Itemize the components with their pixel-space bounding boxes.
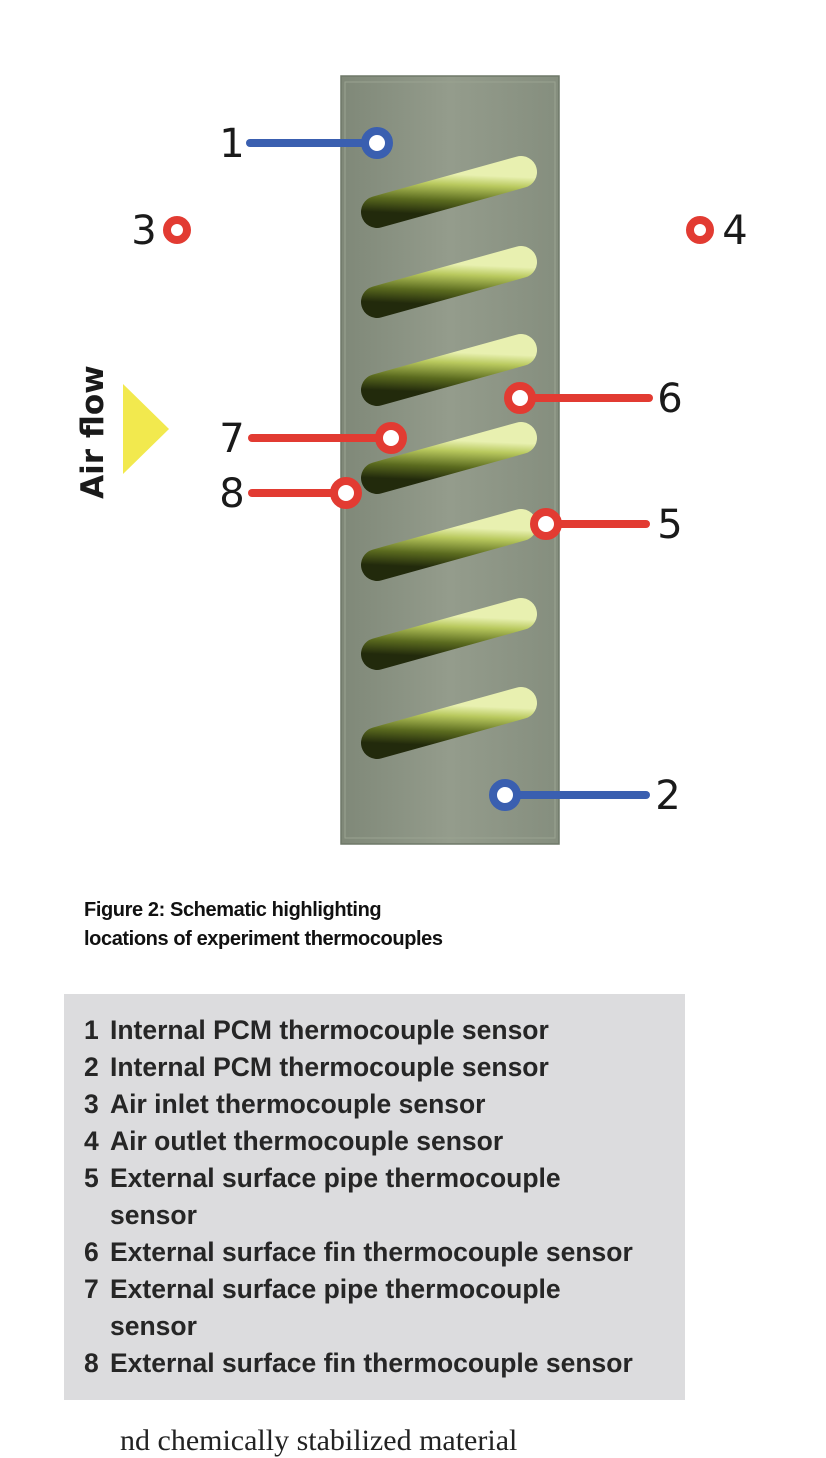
legend-number: 5 [84,1163,99,1193]
sensor-6: 6 [504,376,683,422]
legend-number: 3 [84,1089,99,1119]
fin [361,422,537,494]
fin [361,156,537,228]
legend-number: 1 [84,1015,99,1045]
legend-item: 7 External surface pipe thermocouple sens… [84,1271,685,1345]
fin [361,334,537,406]
sensor-label: 6 [657,376,682,422]
legend-number: 6 [84,1237,99,1267]
legend-text: Air inlet thermocouple sensor [110,1089,486,1119]
legend-text: External surface pipe thermocouple senso… [110,1163,561,1230]
body-text-fragment: nd chemically stabilized material [120,1424,518,1457]
fin [361,598,537,670]
sensor-7: 7 [219,416,407,462]
legend-item: 4 Air outlet thermocouple sensor [84,1123,685,1160]
legend-item: 5 External surface pipe thermocouple sens… [84,1160,685,1234]
legend-number: 4 [84,1126,99,1156]
legend-item: 6 External surface fin thermocouple senso… [84,1234,685,1271]
sensor-3: 3 [131,208,191,254]
caption-line: locations of experiment thermocouples [84,928,443,950]
sensor-label: 8 [219,471,244,517]
legend-number: 8 [84,1348,99,1378]
panel-inner-border [344,81,556,839]
legend-item: 3 Air inlet thermocouple sensor [84,1086,685,1123]
sensor-label: 2 [655,773,680,819]
sensor-8: 8 [219,471,362,517]
figure-caption: Figure 2: Schematic highlighting locatio… [84,896,443,954]
legend-item: 8 External surface fin thermocouple senso… [84,1345,685,1382]
legend-text: External surface pipe thermocouple senso… [110,1274,561,1341]
sensor-label: 1 [219,121,244,167]
legend-text: External surface fin thermocouple sensor [110,1348,633,1378]
sensor-label: 4 [722,208,747,254]
legend-number: 7 [84,1274,99,1304]
airflow-label: Air flow [75,365,111,499]
caption-line: Figure 2: Schematic highlighting [84,899,382,921]
legend-item: 2 Internal PCM thermocouple sensor [84,1049,685,1086]
airflow-arrow [123,384,169,474]
sensor-label: 7 [219,416,244,462]
sensor-4: 4 [686,208,748,254]
sensor-1: 1 [219,121,393,167]
legend-item: 1 Internal PCM thermocouple sensor [84,1012,685,1049]
sensor-label: 3 [131,208,156,254]
sensor-2: 2 [489,773,681,819]
legend-text: Internal PCM thermocouple sensor [110,1015,549,1045]
legend-text: Air outlet thermocouple sensor [110,1126,504,1156]
thermocouple-schematic: Air flow 1 2 3 4 6 7 8 5 [75,75,748,845]
fins [361,156,537,759]
fin [361,687,537,759]
legend-number: 2 [84,1052,99,1082]
sensor-5: 5 [530,502,683,548]
legend-text: External surface fin thermocouple sensor [110,1237,633,1267]
fin [361,509,537,581]
sensor-label: 5 [657,502,682,548]
fin [361,246,537,318]
legend-text: Internal PCM thermocouple sensor [110,1052,549,1082]
